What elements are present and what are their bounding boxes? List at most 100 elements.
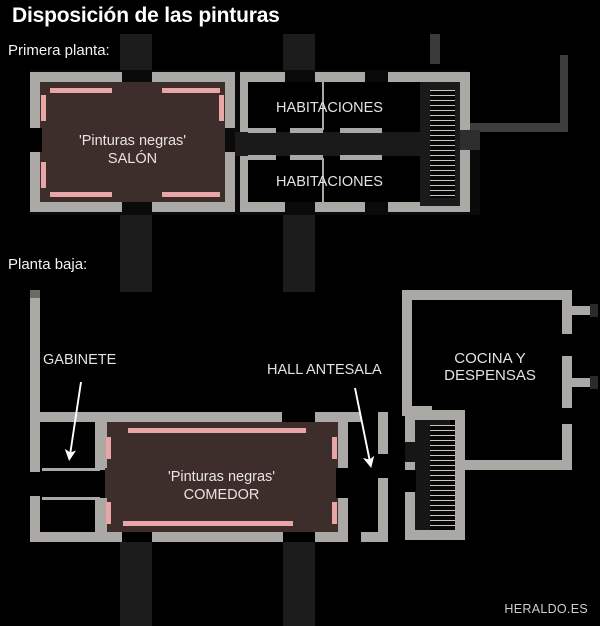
comedor-painting-top bbox=[128, 428, 306, 433]
ground-stair-wall-bottom bbox=[405, 530, 465, 540]
salon-painting-bottom-1 bbox=[50, 192, 112, 197]
ground-floor-label: Planta baja: bbox=[8, 256, 88, 273]
habitaciones-wall-bottom-c bbox=[388, 202, 470, 212]
salon-quoted-label: 'Pinturas negras' bbox=[78, 133, 187, 149]
salon-wall-left-lower bbox=[30, 152, 40, 212]
first-floor-stair-wall-right-top bbox=[460, 72, 470, 130]
comedor-door-right bbox=[336, 468, 350, 498]
comedor-name-label: COMEDOR bbox=[183, 487, 260, 503]
page-title: Disposición de las pinturas bbox=[12, 4, 280, 27]
habitaciones-partition-1 bbox=[322, 82, 324, 130]
habitaciones-wall-top-a bbox=[240, 72, 285, 82]
first-floor-stair-wall-right-bot bbox=[460, 150, 470, 212]
salon-wall-right-lower bbox=[225, 152, 235, 212]
hall-wall-right-top bbox=[378, 412, 388, 454]
ground-stair-wall-left-top bbox=[405, 410, 415, 442]
habitaciones-divider-top-b bbox=[290, 128, 323, 133]
cocina-wall-right-upper bbox=[562, 290, 572, 334]
salon-painting-left-1 bbox=[41, 95, 46, 121]
ground-bottom-wall-left bbox=[30, 532, 122, 542]
hall-annotation-label: HALL ANTESALA bbox=[267, 362, 382, 378]
comedor-room bbox=[105, 422, 338, 532]
ground-mid-wall-right bbox=[315, 412, 361, 422]
first-floor-right-extension-wall-top bbox=[558, 55, 568, 130]
ground-mid-wall-mid bbox=[152, 412, 282, 422]
comedor-painting-right-1 bbox=[332, 437, 337, 459]
salon-wall-top-left bbox=[30, 72, 122, 82]
habitaciones-top-label: HABITACIONES bbox=[276, 100, 383, 116]
comedor-painting-right-2 bbox=[332, 502, 337, 524]
habitaciones-divider-top-a bbox=[248, 128, 276, 133]
comedor-quoted-label: 'Pinturas negras' bbox=[167, 469, 276, 485]
gabinete-door bbox=[28, 472, 42, 496]
habitaciones-wall-left bbox=[240, 82, 248, 132]
hall-wall-right-bot bbox=[378, 478, 388, 542]
salon-painting-top-1 bbox=[50, 88, 112, 93]
comedor-wall-right-lower bbox=[338, 498, 348, 542]
first-floor-stair-door bbox=[460, 130, 480, 150]
salon-painting-left-2 bbox=[41, 162, 46, 188]
cocina-wall-bottom-right bbox=[465, 460, 572, 470]
hall-wall-bottom bbox=[361, 532, 388, 542]
cocina-window-cap-1 bbox=[590, 304, 598, 317]
ground-stair-wall-left-bot bbox=[405, 462, 415, 540]
habitaciones-divider-top-c bbox=[340, 128, 382, 133]
cocina-label-line1: COCINA Y bbox=[454, 350, 526, 367]
ground-stair-door bbox=[398, 470, 416, 492]
comedor-wall-left-lower bbox=[97, 498, 107, 542]
habitaciones-divider-bot-b bbox=[290, 155, 323, 160]
cocina-label-group: COCINA Y DESPENSAS bbox=[412, 350, 568, 384]
cocina-label-line2: DESPENSAS bbox=[444, 367, 536, 384]
salon-door-left bbox=[28, 128, 42, 152]
salon-name-label: SALÓN bbox=[107, 151, 158, 167]
habitaciones-bottom-label: HABITACIONES bbox=[276, 174, 383, 190]
background-column-far-right bbox=[430, 34, 440, 64]
first-floor-right-extension-fill bbox=[468, 55, 560, 123]
ground-stair-wall-top bbox=[405, 410, 465, 420]
gabinete-passage bbox=[40, 470, 102, 498]
cocina-wall-right-lower bbox=[562, 424, 572, 466]
salon-wall-bottom-left bbox=[30, 202, 122, 212]
cocina-wall-right-mid bbox=[562, 356, 572, 408]
habitaciones-wall-bottom-a bbox=[240, 202, 285, 212]
comedor-wall-right-upper bbox=[338, 422, 348, 468]
ground-bottom-wall-right bbox=[315, 532, 361, 542]
gabinete-passage-wall-top bbox=[42, 468, 100, 471]
ground-mid-wall-left bbox=[30, 412, 115, 422]
habitaciones-divider-bot-c bbox=[340, 155, 382, 160]
cocina-window-protrusion-2 bbox=[568, 378, 592, 387]
habitaciones-wall-top-b bbox=[315, 72, 365, 82]
cocina-wall-left bbox=[402, 290, 412, 416]
salon-label-group: 'Pinturas negras' SALÓN bbox=[40, 132, 225, 168]
ground-stair-wall-right bbox=[455, 410, 465, 540]
cocina-window-protrusion-1 bbox=[568, 306, 592, 315]
habitaciones-wall-left-2 bbox=[240, 155, 248, 205]
cocina-room bbox=[410, 292, 570, 410]
comedor-wall-left-upper bbox=[97, 422, 107, 468]
salon-painting-bottom-2 bbox=[162, 192, 220, 197]
ground-floor-staircase bbox=[430, 425, 455, 530]
salon-wall-left-upper bbox=[30, 72, 40, 128]
comedor-painting-left-2 bbox=[106, 502, 111, 524]
comedor-label-group: 'Pinturas negras' COMEDOR bbox=[105, 468, 338, 504]
salon-painting-right-1 bbox=[219, 95, 224, 121]
comedor-wall-top-a bbox=[105, 412, 152, 422]
left-wall-break-marker bbox=[30, 290, 40, 298]
salon-room bbox=[40, 82, 225, 202]
ground-stair-treads bbox=[430, 425, 455, 530]
salon-wall-right-upper bbox=[225, 72, 235, 128]
source-credit: HERALDO.ES bbox=[504, 602, 588, 616]
salon-painting-top-2 bbox=[162, 88, 220, 93]
ground-bottom-wall-mid bbox=[152, 532, 283, 542]
salon-wall-bottom-right bbox=[152, 202, 235, 212]
comedor-painting-bottom bbox=[123, 521, 293, 526]
first-floor-label: Primera planta: bbox=[8, 42, 110, 59]
habitaciones-wall-top-c bbox=[388, 72, 470, 82]
first-floor-corridor bbox=[235, 132, 420, 156]
gabinete-passage-wall-bot bbox=[42, 497, 100, 500]
cocina-wall-bottom-left bbox=[402, 406, 432, 416]
habitaciones-partition-2 bbox=[322, 158, 324, 206]
first-floor-stair-treads bbox=[430, 90, 455, 198]
comedor-painting-left-1 bbox=[106, 437, 111, 459]
